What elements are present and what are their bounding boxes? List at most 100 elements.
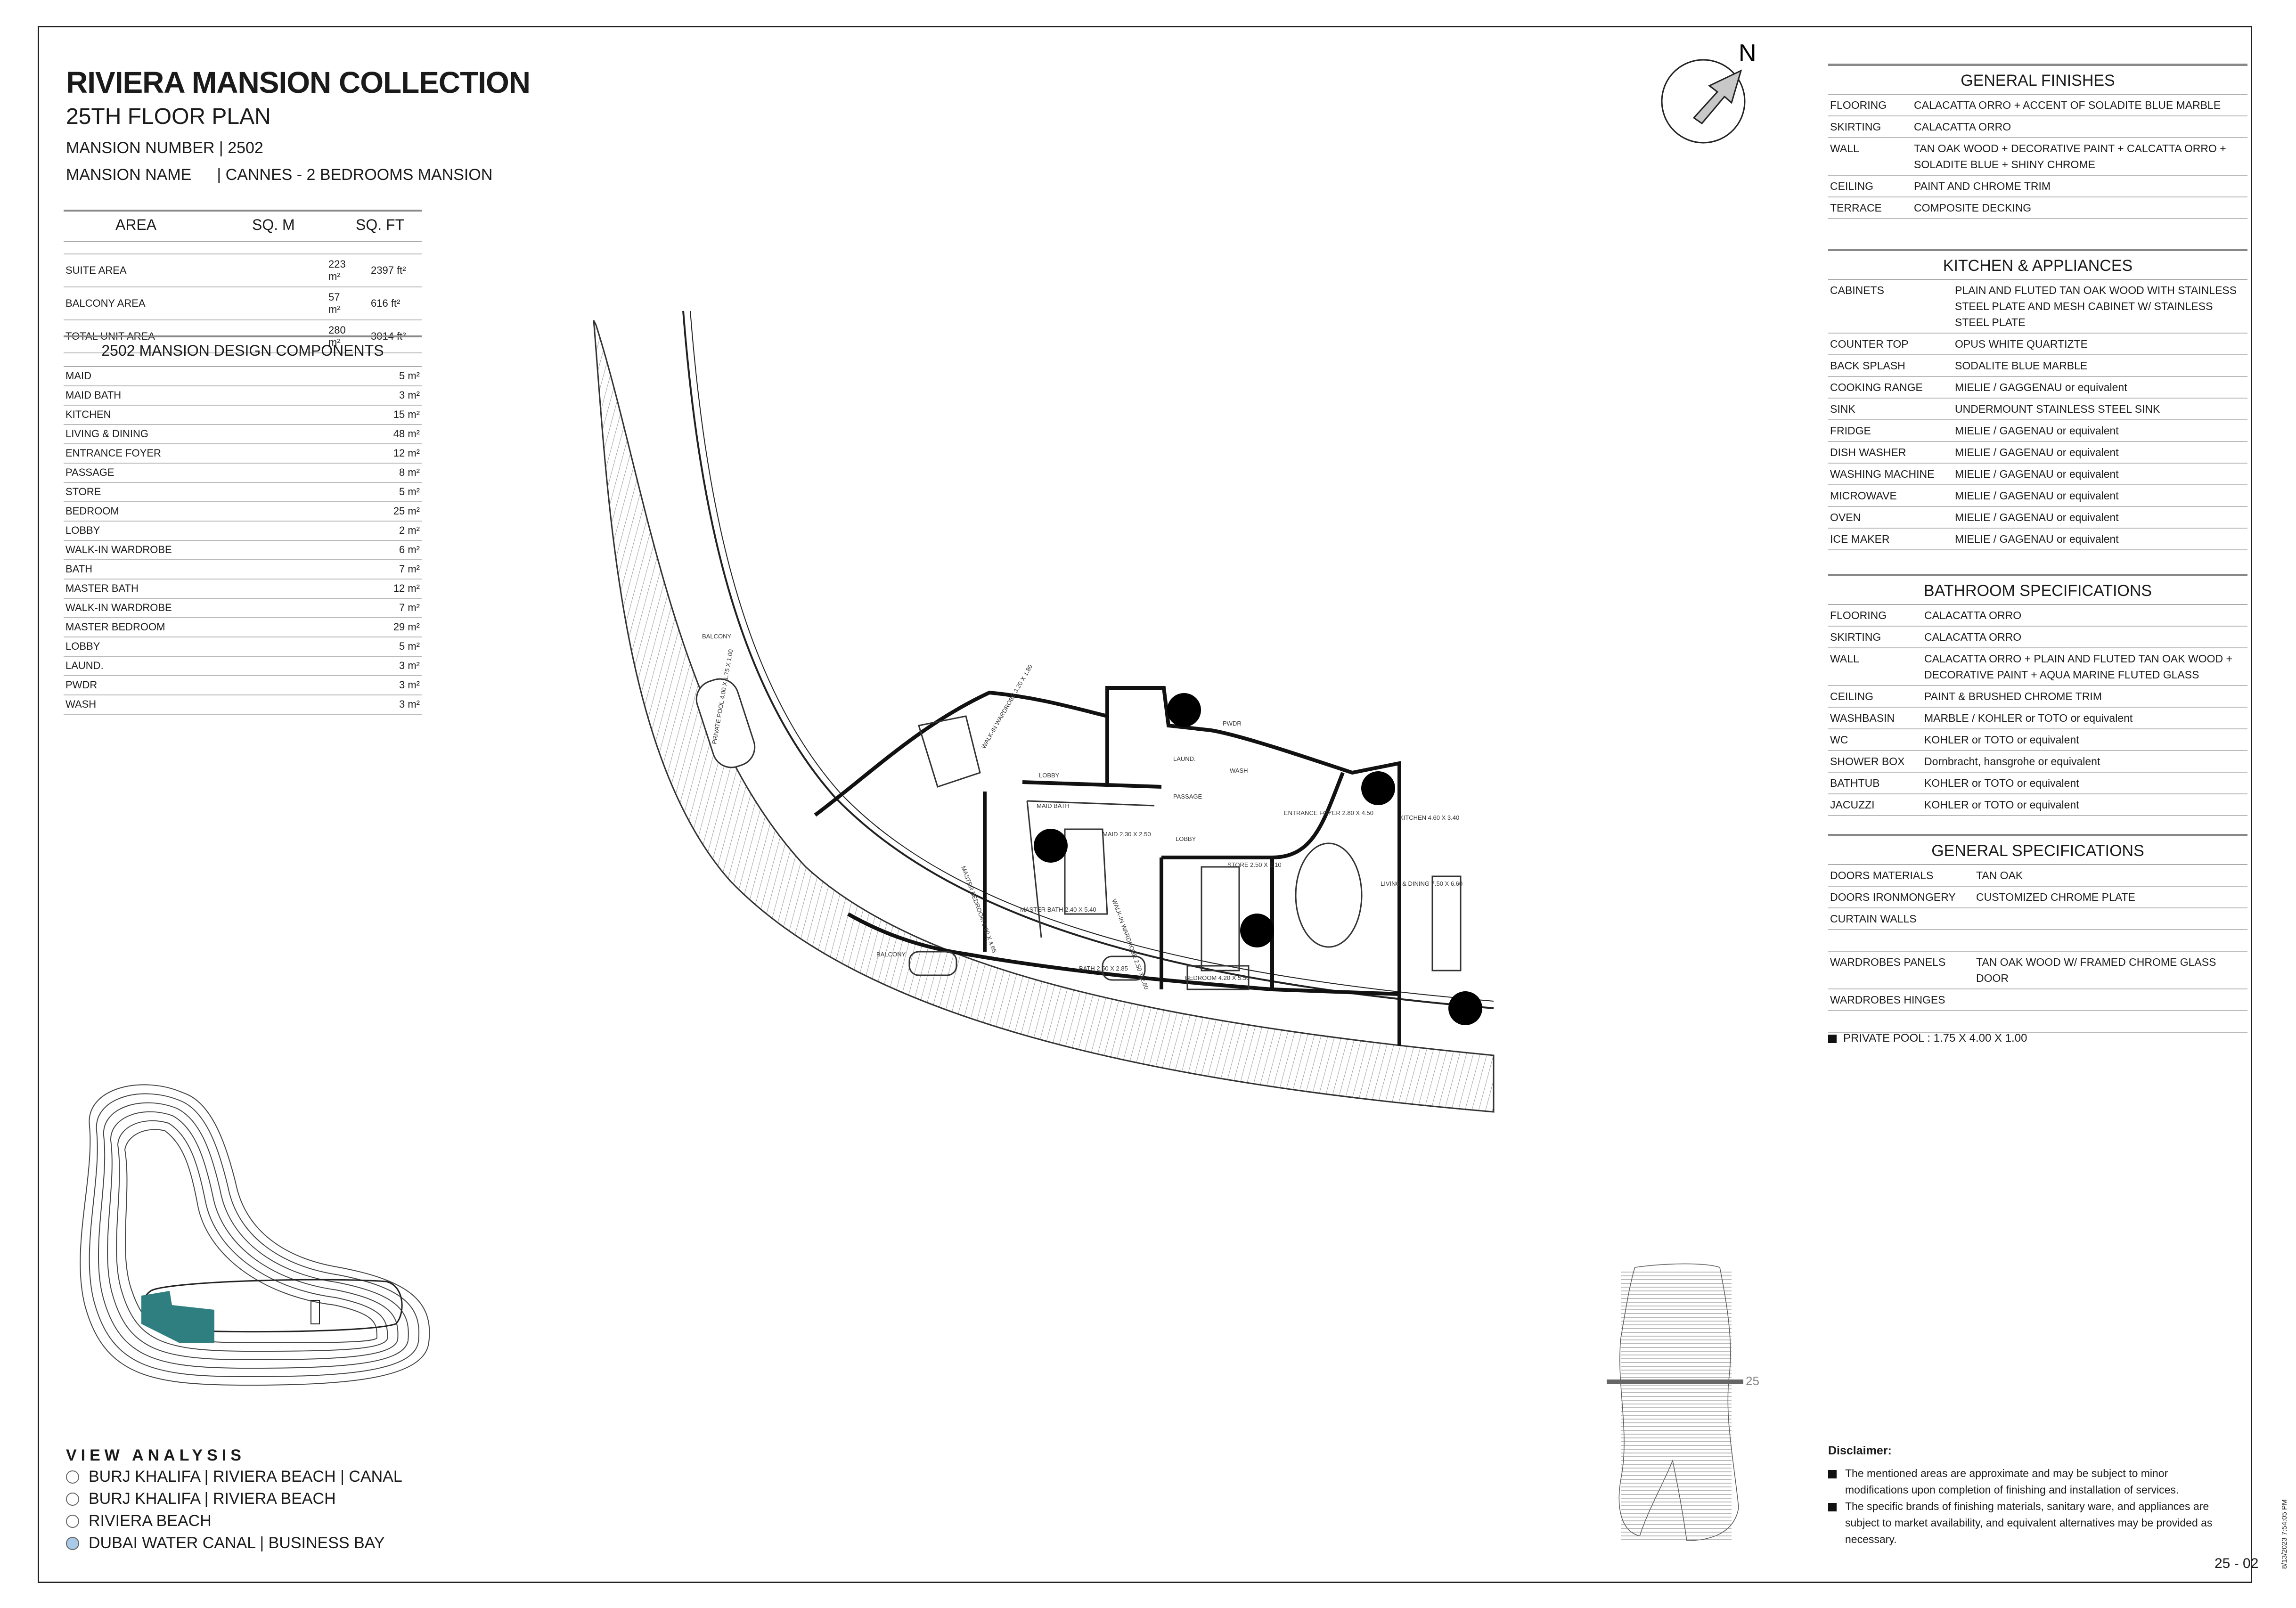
north-label: N	[1739, 42, 1757, 67]
balcony-label: BALCONY	[702, 633, 731, 640]
room-label: LAUND.	[1173, 755, 1196, 762]
component-area: 29 m²	[393, 621, 420, 633]
column	[1034, 829, 1068, 863]
spec-key: SKIRTING	[1830, 121, 1881, 133]
area-sqft: 2397 ft²	[356, 254, 422, 287]
view-option[interactable]: RIVIERA BEACH	[66, 1512, 212, 1530]
component-area: 7 m²	[399, 563, 420, 575]
spec-key: CEILING	[1830, 690, 1874, 702]
component-area: 8 m²	[399, 466, 420, 478]
spec-value: CALACATTA ORRO + PLAIN AND FLUTED TAN OA…	[1924, 653, 2232, 681]
room-label: STORE 2.50 X 2.10	[1227, 861, 1282, 868]
view-option[interactable]: DUBAI WATER CANAL | BUSINESS BAY	[66, 1534, 385, 1552]
private-pool	[695, 678, 756, 768]
radio-icon[interactable]	[66, 1536, 79, 1550]
spec-key: BATHTUB	[1830, 777, 1880, 789]
room-label: ENTRANCE FOYER 2.80 X 4.50	[1284, 809, 1373, 816]
room-label: BATH 2.50 X 2.85	[1079, 965, 1128, 972]
component-name: MASTER BATH	[65, 582, 139, 594]
component-area: 12 m²	[393, 447, 420, 459]
radio-icon[interactable]	[66, 1514, 79, 1528]
area-name: BALCONY AREA	[64, 287, 252, 320]
spec-value: CALACATTA ORRO	[1924, 631, 2022, 643]
spec-key	[1830, 932, 1976, 948]
table-row: BALCONY AREA 57 m² 616 ft²	[64, 287, 422, 320]
spec-key: WALL	[1830, 142, 1859, 155]
component-name: LOBBY	[65, 524, 100, 536]
spec-key: COOKING RANGE	[1830, 381, 1923, 393]
north-compass-icon: N	[1661, 42, 1757, 144]
column	[1167, 693, 1201, 727]
spec-key: CEILING	[1830, 180, 1874, 192]
date-stamp: 8/13/2023 7:54:05 PM	[2280, 1499, 2288, 1569]
spec-value	[1976, 992, 2246, 1008]
column	[1448, 991, 1482, 1025]
spec-row: CABINETS PLAIN AND FLUTED TAN OAK WOOD WI…	[1828, 280, 2247, 334]
component-area: 12 m²	[393, 582, 420, 594]
room-label: LOBBY	[1039, 772, 1060, 779]
spec-value: PAINT AND CHROME TRIM	[1914, 180, 2051, 192]
mansion-name-label: MANSION NAME	[66, 166, 192, 184]
component-area: 2 m²	[399, 524, 420, 536]
spec-value: PLAIN AND FLUTED TAN OAK WOOD WITH STAIN…	[1955, 284, 2237, 328]
room-label: MAID BATH	[1037, 802, 1070, 809]
spec-value	[1976, 932, 2246, 948]
view-option[interactable]: BURJ KHALIFA | RIVIERA BEACH	[66, 1490, 336, 1508]
spec-key: TERRACE	[1830, 202, 1882, 214]
spec-key: DISH WASHER	[1830, 446, 1906, 458]
component-name: KITCHEN	[65, 408, 111, 420]
view-option[interactable]: BURJ KHALIFA | RIVIERA BEACH | CANAL	[66, 1468, 402, 1486]
component-area: 3 m²	[399, 679, 420, 691]
component-name: BEDROOM	[65, 505, 119, 517]
spec-key: DOORS IRONMONGERY	[1830, 891, 1956, 903]
radio-icon[interactable]	[66, 1470, 79, 1484]
drawing-sheet-frame	[38, 26, 2252, 1583]
spec-row: WARDROBES HINGES	[1828, 989, 2247, 1011]
column	[1361, 771, 1395, 805]
spec-value: MIELIE / GAGENAU or equivalent	[1955, 446, 2119, 458]
radio-icon[interactable]	[66, 1492, 79, 1506]
spec-key: CABINETS	[1830, 284, 1885, 296]
col-sqm: SQ. M	[252, 210, 356, 242]
component-area: 5 m²	[399, 370, 420, 382]
spec-key: ICE MAKER	[1830, 533, 1890, 545]
component-area: 25 m²	[393, 505, 420, 517]
spec-value: TAN OAK WOOD W/ FRAMED CHROME GLASS DOOR	[1976, 956, 2216, 984]
component-name: LAUND.	[65, 660, 104, 671]
floor-plan-title: 25TH FLOOR PLAN	[66, 104, 271, 129]
room-label: LOBBY	[1176, 835, 1196, 842]
spec-key	[1830, 1013, 1976, 1029]
spec-value	[1976, 1013, 2246, 1029]
level-marker: 25	[1746, 1374, 1759, 1388]
room-label: BEDROOM 4.20 X 5.50	[1185, 974, 1250, 981]
view-option-label: BURJ KHALIFA | RIVIERA BEACH	[89, 1490, 336, 1508]
spec-value: CALACATTA ORRO	[1914, 121, 2011, 133]
balcony-label: BALCONY	[876, 951, 906, 958]
spec-key: FLOORING	[1830, 99, 1887, 111]
spec-value: MIELIE / GAGGENAU or equivalent	[1955, 381, 2127, 393]
spec-row: CEILING PAINT AND CHROME TRIM	[1828, 176, 2247, 197]
component-row: MASTER BATH 12 m²	[64, 580, 422, 599]
